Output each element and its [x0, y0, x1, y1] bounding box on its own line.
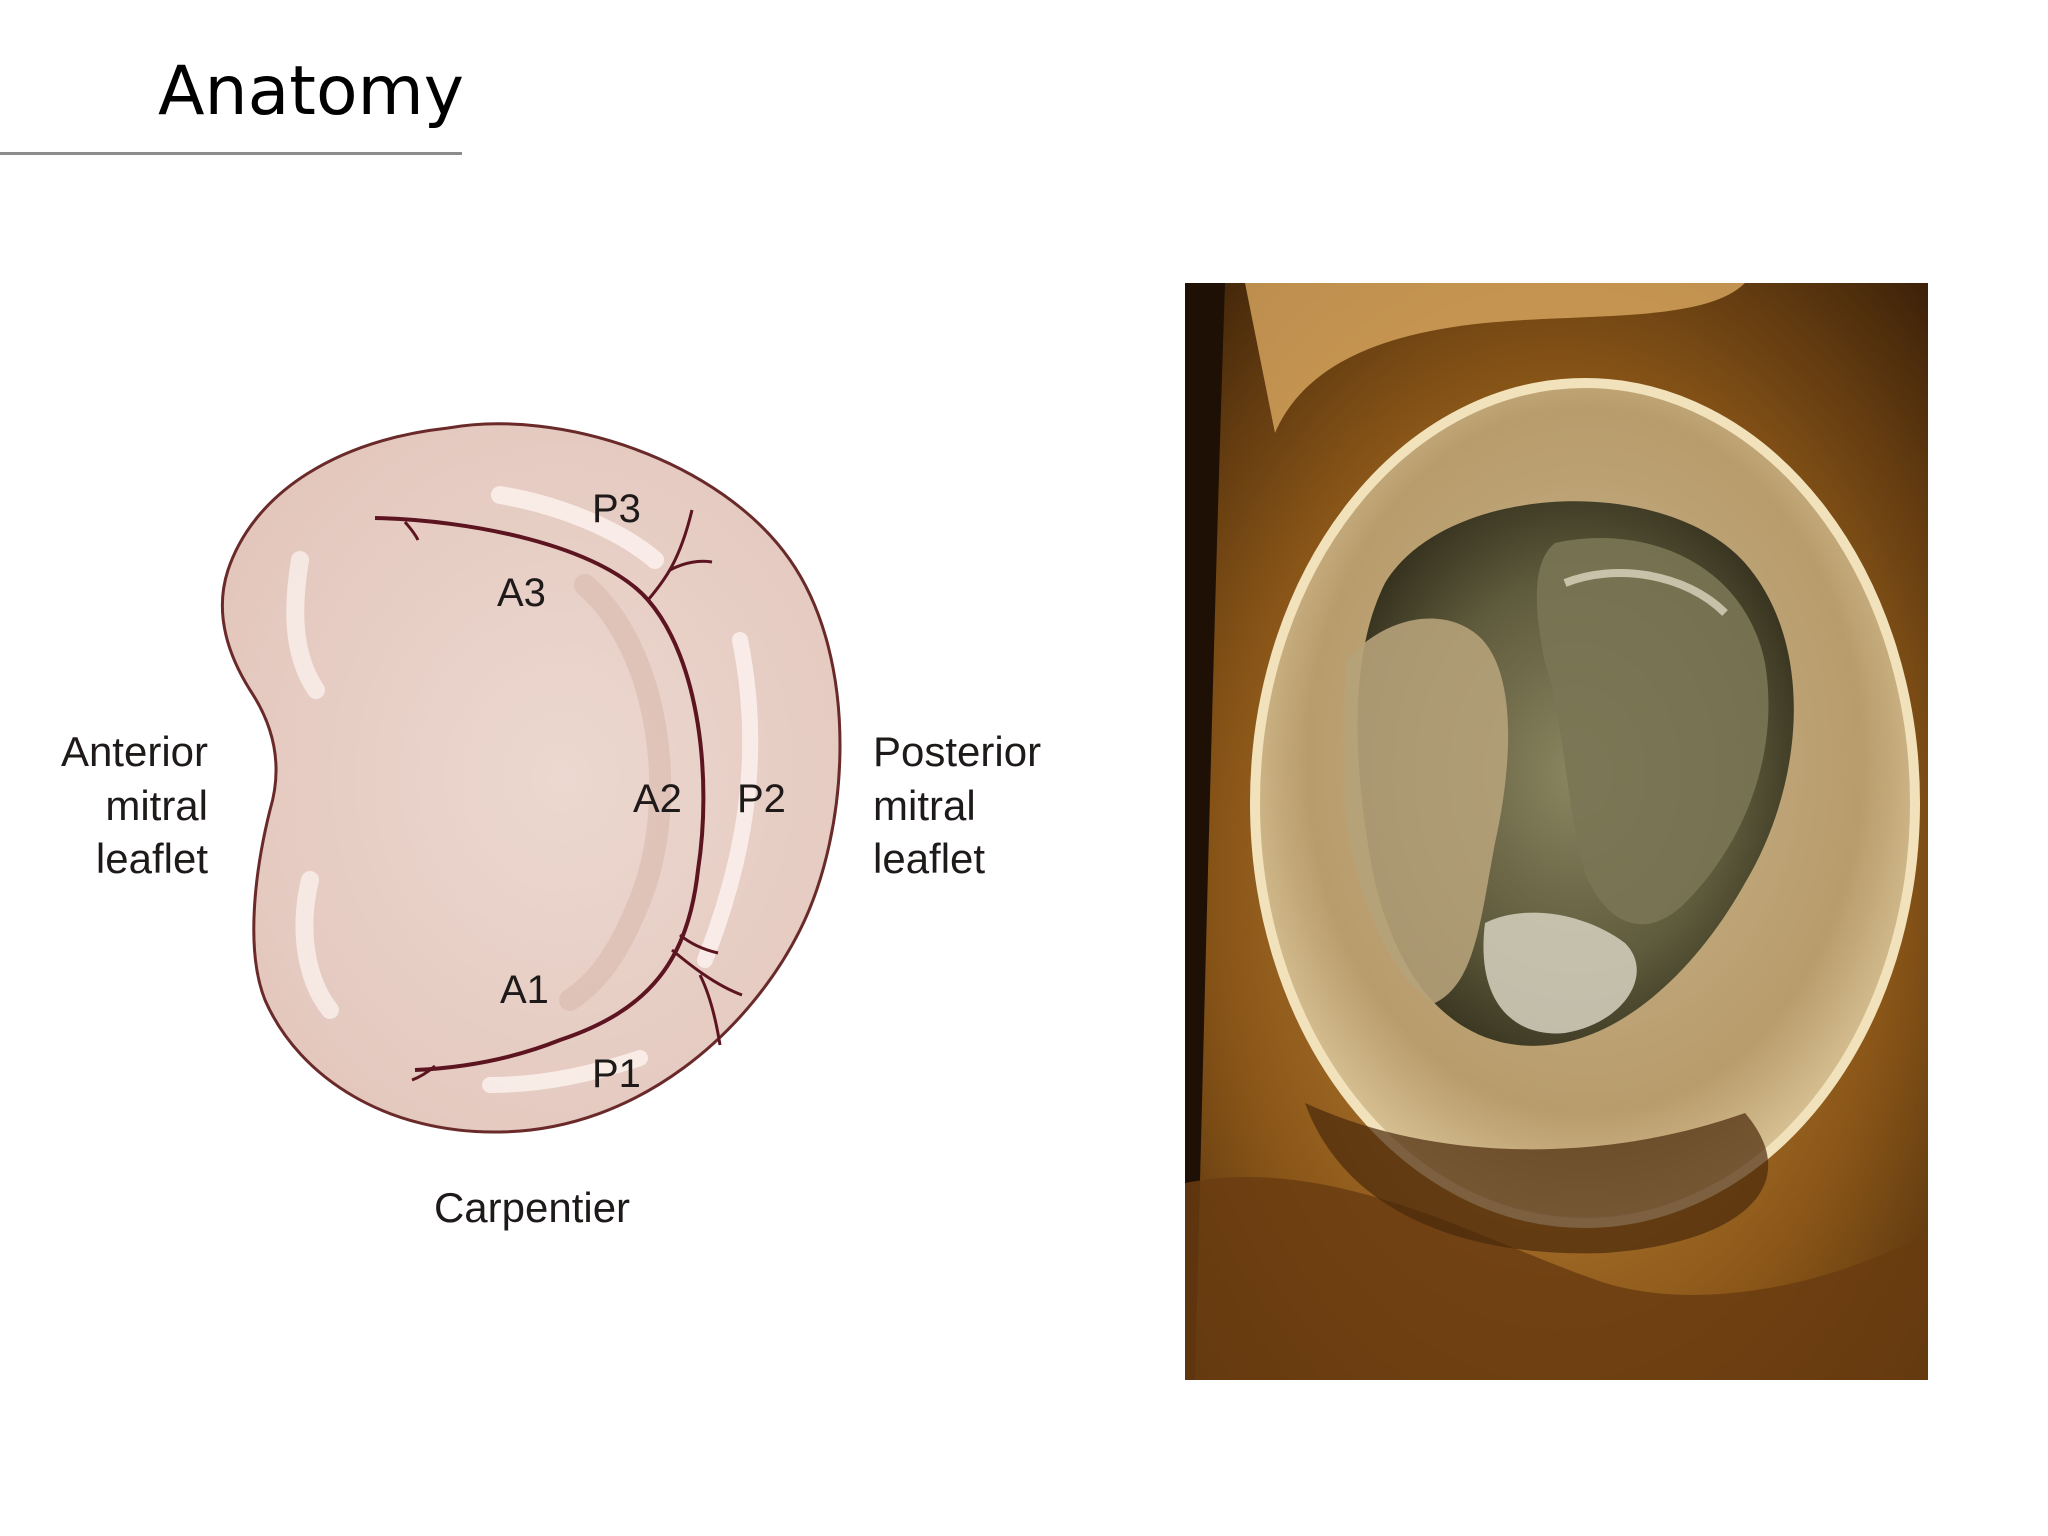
commissure-bottom-branch — [671, 948, 743, 997]
commissure-top-branch — [646, 509, 694, 601]
posterior-label-line-1: Posterior — [873, 728, 1041, 775]
segment-label-p3: P3 — [592, 487, 641, 531]
photo-top-tissue — [1245, 283, 1745, 433]
photo-bottom-tissue — [1185, 1176, 1928, 1380]
valve-specimen-photo — [1185, 283, 1928, 1380]
coaptation-line — [374, 516, 706, 1072]
highlight-right — [697, 632, 759, 968]
posterior-label-line-2: mitral — [873, 782, 976, 829]
commissure-bottom-tick — [679, 933, 719, 955]
leaflet-highlights — [1563, 569, 1728, 616]
anterior-label-line-3: leaflet — [96, 835, 208, 882]
commissure-top-fork — [669, 559, 713, 572]
title-divider — [0, 152, 462, 155]
anterior-label-line-2: mitral — [105, 782, 208, 829]
diagram-caption: Carpentier — [434, 1184, 630, 1231]
highlight-left-upper — [286, 551, 325, 699]
photo-lower-shadow — [1305, 1103, 1769, 1254]
segment-label-p1: P1 — [592, 1052, 641, 1096]
commissure-tick-left — [403, 521, 420, 541]
segment-label-a1: A1 — [500, 968, 549, 1012]
segment-label-a3: A3 — [497, 571, 546, 615]
anterior-leaflet-tissue — [1345, 618, 1509, 1003]
segment-label-a2: A2 — [633, 777, 682, 821]
inner-shadow — [559, 574, 672, 1011]
coaptation-calcification — [1483, 912, 1637, 1034]
commissure-bottom-fork — [698, 974, 722, 1046]
segment-label-p2: P2 — [737, 777, 786, 821]
anterior-label-line-1: Anterior — [61, 728, 208, 775]
commissure-tick-bottom-left — [411, 1064, 436, 1082]
mitral-valve-diagram: P3 A3 A2 P2 A1 P1 Anterior mitral leafle… — [61, 422, 1041, 1231]
slide-title: Anatomy — [158, 52, 465, 131]
highlight-top — [491, 486, 664, 569]
highlight-left-lower — [295, 871, 339, 1019]
highlight-bottom — [482, 1050, 648, 1093]
photo-dark-left-edge — [1185, 283, 1225, 1380]
posterior-label-line-3: leaflet — [873, 835, 985, 882]
posterior-leaflet-tissue — [1536, 538, 1769, 925]
valve-body — [220, 422, 842, 1134]
